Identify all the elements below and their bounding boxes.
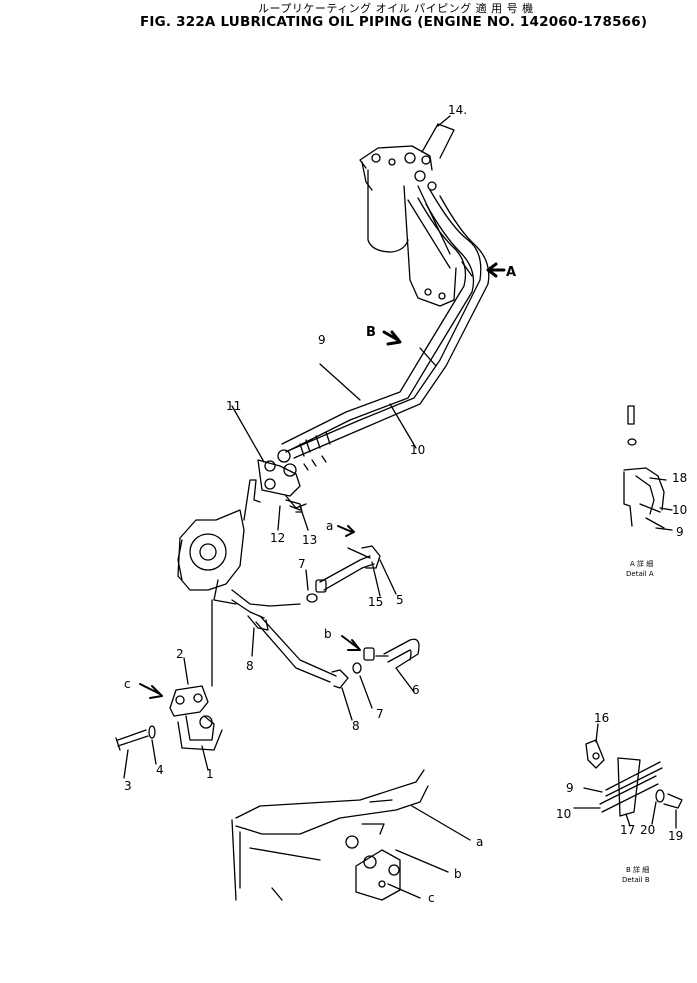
ref-a-label: a xyxy=(326,519,333,533)
detail-b-callout-19: 19 xyxy=(668,829,683,843)
bottom-ref-a: a xyxy=(476,835,483,849)
detail-a-caption: Detail A xyxy=(626,570,654,578)
bolt-3 xyxy=(115,729,149,751)
detail-b-jp: B 詳 細 xyxy=(626,865,649,874)
bottom-ref-b: b xyxy=(454,867,462,881)
pipe-6 xyxy=(363,638,420,669)
japanese-title: ループリケーティング オイル パイピング 適 用 号 機 xyxy=(258,2,534,15)
view-b-arrow xyxy=(382,330,402,346)
callout-1: 1 xyxy=(206,767,214,781)
callout-8-right: 8 xyxy=(352,719,360,733)
detail-b-callout-10: 10 xyxy=(556,807,571,821)
callout-11: 11 xyxy=(226,399,241,413)
callout-13: 13 xyxy=(302,533,317,547)
detail-b-callout-16: 16 xyxy=(594,711,609,725)
detail-a-callout-10: 10 xyxy=(672,503,687,517)
oil-filter-assembly xyxy=(359,123,457,307)
detail-b-view xyxy=(573,723,683,829)
callout-12: 12 xyxy=(270,531,285,545)
pipe-5 xyxy=(315,545,381,593)
bottom-ref-c: c xyxy=(428,891,435,905)
callout-5: 5 xyxy=(396,593,404,607)
detail-b-callout-20: 20 xyxy=(640,823,655,837)
pipe-1 xyxy=(169,599,223,751)
callout-3: 3 xyxy=(124,779,132,793)
detail-a-jp: A 詳 細 xyxy=(630,559,653,568)
callout-6: 6 xyxy=(412,683,420,697)
callout-4: 4 xyxy=(156,763,164,777)
detail-b-callout-17: 17 xyxy=(620,823,635,837)
oil-pump xyxy=(177,479,261,605)
callout-15: 15 xyxy=(368,595,383,609)
callout-10: 10 xyxy=(410,443,425,457)
detail-b-caption: Detail B xyxy=(622,876,650,884)
view-b-label: B xyxy=(366,325,376,340)
callout-2: 2 xyxy=(176,647,184,661)
callout-7-lower: 7 xyxy=(376,707,384,721)
connector-block xyxy=(257,449,307,511)
callout-8-left: 8 xyxy=(246,659,254,673)
callout-7-upper: 7 xyxy=(298,557,306,571)
view-a-label: A xyxy=(506,265,516,280)
hose-pipe-9-10 xyxy=(281,189,490,471)
view-a-arrow xyxy=(486,262,506,278)
detail-a-callout-18: 18 xyxy=(672,471,687,485)
detail-b-callout-9: 9 xyxy=(566,781,574,795)
figure-title: FIG. 322A LUBRICATING OIL PIPING (ENGINE… xyxy=(140,14,648,30)
callout-9: 9 xyxy=(318,333,326,347)
ref-c-label: c xyxy=(124,677,131,691)
detail-a-callout-9: 9 xyxy=(676,525,684,539)
ref-b-label: b xyxy=(324,627,332,641)
detail-a-view xyxy=(623,405,673,531)
washer-4 xyxy=(148,725,156,739)
oil-pan-view xyxy=(231,769,471,901)
callout-14: 14. xyxy=(448,103,467,117)
